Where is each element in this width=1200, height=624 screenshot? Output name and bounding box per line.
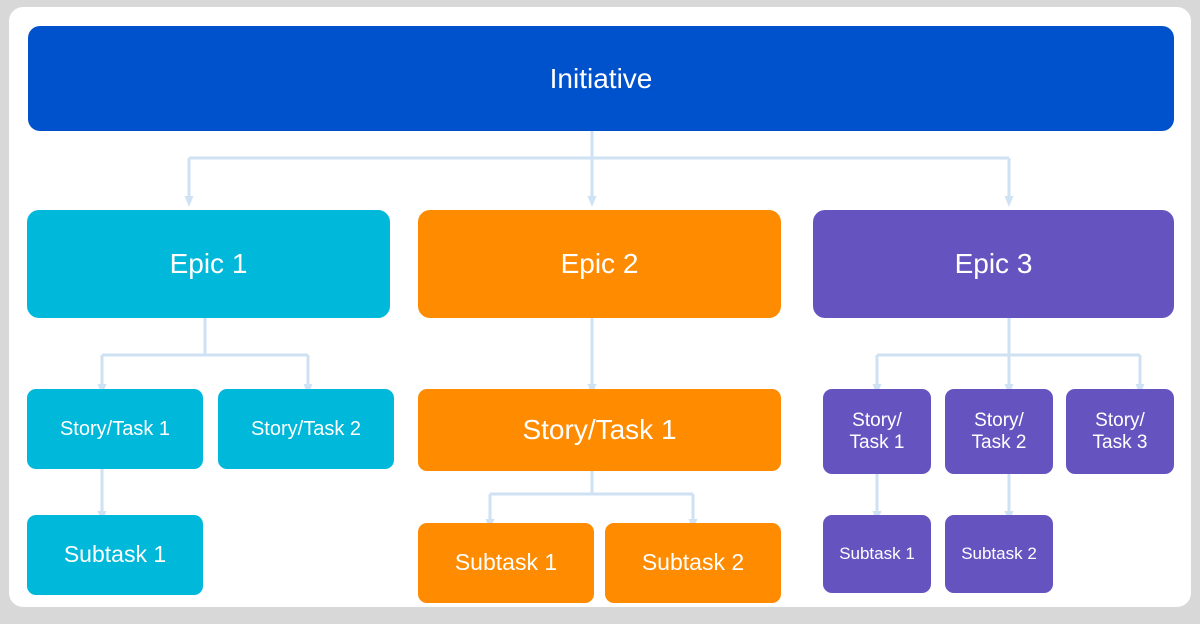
node-epic2-subtask-1-label: Subtask 1: [454, 549, 558, 576]
node-epic-3-label: Epic 3: [954, 248, 1033, 280]
node-epic3-subtask-1[interactable]: Subtask 1: [823, 515, 931, 593]
node-epic-1[interactable]: Epic 1: [27, 210, 390, 318]
node-epic3-story-1[interactable]: Story/ Task 1: [823, 389, 931, 474]
diagram-card: Initiative Epic 1 Epic 2 Epic 3 Story/Ta…: [9, 7, 1191, 607]
node-epic2-story-1[interactable]: Story/Task 1: [418, 389, 781, 471]
node-epic3-story-2[interactable]: Story/ Task 2: [945, 389, 1053, 474]
node-epic1-story-2[interactable]: Story/Task 2: [218, 389, 394, 469]
node-epic1-story-2-label: Story/Task 2: [250, 417, 362, 440]
node-epic2-subtask-2[interactable]: Subtask 2: [605, 523, 781, 603]
node-epic2-subtask-2-label: Subtask 2: [641, 549, 745, 576]
node-epic-1-label: Epic 1: [169, 248, 248, 280]
node-epic3-subtask-2[interactable]: Subtask 2: [945, 515, 1053, 593]
node-epic3-story-3[interactable]: Story/ Task 3: [1066, 389, 1174, 474]
node-initiative[interactable]: Initiative: [28, 26, 1174, 131]
node-epic-2-label: Epic 2: [560, 248, 639, 280]
node-epic2-story-1-label: Story/Task 1: [522, 414, 677, 446]
node-epic3-subtask-1-label: Subtask 1: [839, 544, 915, 564]
node-epic3-story-2-label: Story/ Task 2: [971, 410, 1027, 453]
node-epic3-story-1-label: Story/ Task 1: [849, 410, 905, 453]
node-epic1-subtask-1-label: Subtask 1: [63, 541, 167, 568]
node-epic2-subtask-1[interactable]: Subtask 1: [418, 523, 594, 603]
node-epic-2[interactable]: Epic 2: [418, 210, 781, 318]
node-epic1-subtask-1[interactable]: Subtask 1: [27, 515, 203, 595]
node-epic-3[interactable]: Epic 3: [813, 210, 1174, 318]
hierarchy-chart: Initiative Epic 1 Epic 2 Epic 3 Story/Ta…: [9, 7, 1191, 607]
node-epic3-story-3-label: Story/ Task 3: [1092, 410, 1148, 453]
node-epic3-subtask-2-label: Subtask 2: [961, 544, 1037, 564]
node-epic1-story-1-label: Story/Task 1: [59, 417, 171, 440]
node-epic1-story-1[interactable]: Story/Task 1: [27, 389, 203, 469]
node-initiative-label: Initiative: [549, 62, 653, 94]
